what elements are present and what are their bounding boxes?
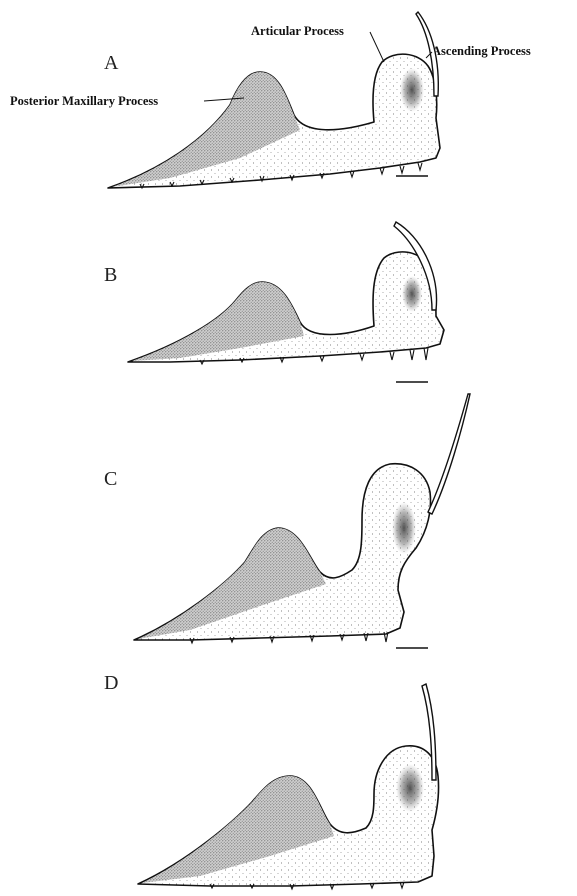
maxilla-d [138,684,439,889]
maxilla-b-socket [402,276,422,312]
leader-articular [370,32,384,62]
maxilla-c-ascending-process [428,394,470,514]
maxilla-b [128,222,444,382]
maxilla-d-socket [396,764,424,812]
maxilla-c [134,394,470,648]
maxilla-c-socket [392,502,416,554]
maxilla-a-socket [400,68,424,112]
maxilla-a [108,12,440,188]
